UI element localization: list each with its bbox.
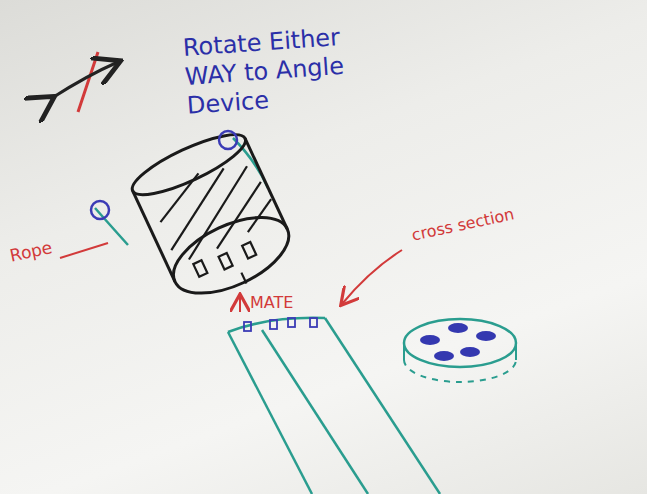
rotation-symbol <box>52 52 118 112</box>
rope-lines <box>95 138 268 245</box>
attachment-ring <box>91 201 109 219</box>
mate-arrow <box>239 296 241 312</box>
cylinder-device <box>126 124 301 311</box>
attachment-ring <box>219 131 237 149</box>
view-label: cross section <box>410 204 516 244</box>
cross-section-view <box>404 319 516 382</box>
part-label: Rope <box>8 237 54 266</box>
part-label: MATE <box>250 293 293 312</box>
instruction-note: Rotate Either WAY to Angle Device <box>182 20 388 120</box>
pointer-arrow <box>342 250 402 304</box>
mating-plug <box>228 318 440 494</box>
leader-line <box>60 243 108 258</box>
